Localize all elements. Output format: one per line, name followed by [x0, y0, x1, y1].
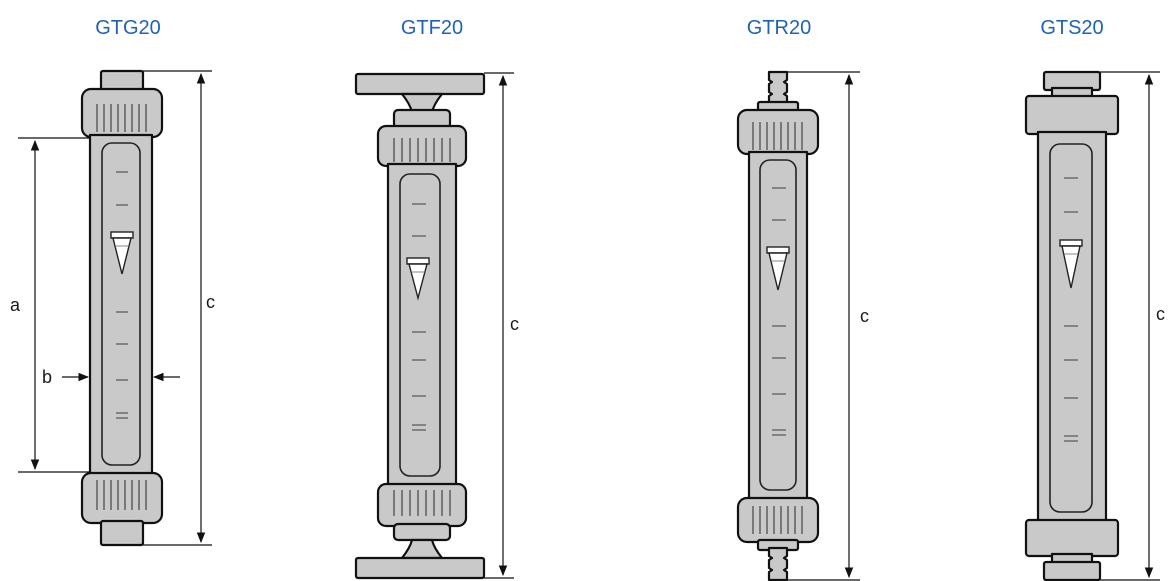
dimension-label-c-gtr20: c	[860, 306, 869, 326]
dimension-lines-gtr20	[787, 71, 860, 581]
model-title-gts20: GTS20	[1040, 17, 1103, 39]
flowmeter-gtf20	[354, 72, 486, 580]
dimension-lines-gtf20	[484, 72, 514, 579]
dimension-label-c-gtg20: c	[206, 292, 215, 312]
dimension-lines-gts20	[1100, 71, 1160, 581]
model-title-gtg20: GTG20	[95, 17, 161, 39]
dimension-label-c-gtf20: c	[510, 314, 519, 334]
flowmeter-gtg20	[80, 69, 164, 547]
flowmeter-gts20	[1024, 70, 1120, 581]
dimension-lines-gtg20	[18, 70, 212, 546]
model-title-gtf20: GTF20	[401, 17, 463, 39]
model-title-gtr20: GTR20	[747, 17, 811, 39]
dimension-label-b: b	[42, 367, 52, 387]
dimension-label-a: a	[10, 295, 21, 315]
dimension-label-c-gts20: c	[1156, 304, 1165, 324]
flowmeter-gtr20	[736, 70, 820, 581]
